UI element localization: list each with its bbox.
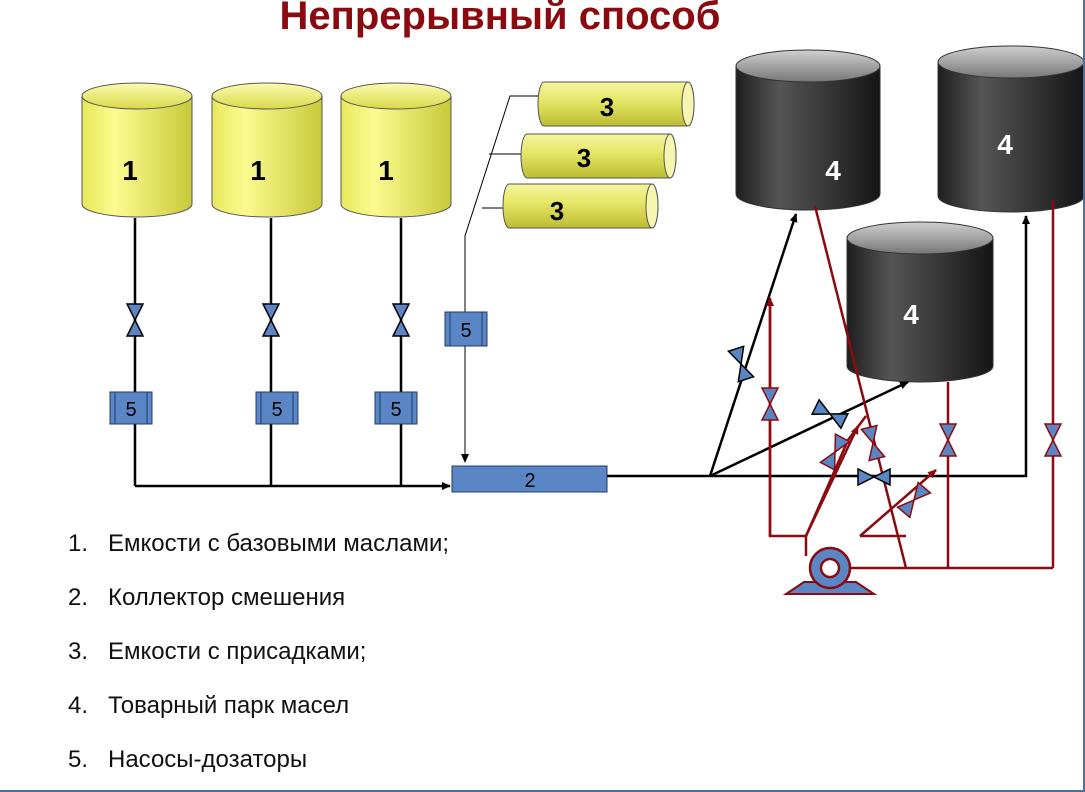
pump-box-label: 5 bbox=[271, 399, 282, 421]
storage-tank: 4 bbox=[937, 45, 1085, 213]
additive-tank: 3 bbox=[537, 81, 695, 127]
circulation-pump-icon bbox=[782, 536, 878, 595]
legend-text: Емкости с базовыми маслами; bbox=[108, 530, 450, 557]
valve-icon bbox=[810, 398, 850, 430]
base-tank-label: 1 bbox=[250, 155, 266, 186]
mixing-collector: 2 bbox=[451, 465, 608, 493]
base-tank: 1 bbox=[340, 82, 452, 218]
additive-tank-label: 3 bbox=[577, 143, 591, 173]
valve-icon bbox=[860, 424, 886, 462]
legend-text: Коллектор смешения bbox=[108, 584, 346, 611]
slide-border bbox=[1083, 0, 1085, 792]
valve-icon bbox=[760, 387, 780, 421]
base-tank: 1 bbox=[81, 82, 193, 218]
storage-tank-label: 4 bbox=[903, 299, 919, 330]
pump-box: 5 bbox=[109, 391, 153, 425]
valve-icon bbox=[819, 432, 851, 472]
valve-icon bbox=[857, 467, 891, 487]
valve-icon bbox=[727, 345, 755, 383]
legend-item: 3. Емкости с присадками; bbox=[68, 638, 366, 666]
valve-icon bbox=[125, 303, 145, 337]
pump-box: 5 bbox=[255, 391, 299, 425]
storage-tank-label: 4 bbox=[997, 129, 1013, 160]
product-lines bbox=[607, 213, 1030, 478]
pump-box: 5 bbox=[444, 311, 488, 347]
legend-item: 4. Товарный парк масел bbox=[68, 692, 349, 720]
storage-tank-label: 4 bbox=[825, 155, 841, 186]
base-tank: 1 bbox=[211, 82, 323, 218]
additive-tank-label: 3 bbox=[600, 92, 614, 122]
slide-border bbox=[0, 790, 1085, 792]
valve-icon bbox=[391, 303, 411, 337]
valve-icon bbox=[261, 303, 281, 337]
legend-number: 3. bbox=[68, 638, 89, 665]
base-tank-label: 1 bbox=[378, 155, 394, 186]
recirculation-lines bbox=[766, 200, 1055, 570]
page-title: Непрерывный способ bbox=[279, 0, 721, 38]
legend-text: Емкости с присадками; bbox=[108, 638, 367, 665]
additive-tank: 3 bbox=[502, 183, 659, 229]
pump-box-label: 5 bbox=[125, 399, 136, 421]
pump-box: 5 bbox=[374, 391, 418, 425]
legend-number: 4. bbox=[68, 692, 89, 719]
legend-item: 5. Насосы-дозаторы bbox=[68, 746, 307, 774]
base-tank-label: 1 bbox=[122, 155, 138, 186]
additive-lines bbox=[461, 95, 540, 463]
valve-icon bbox=[1043, 423, 1063, 457]
mixing-collector-label: 2 bbox=[524, 470, 535, 492]
storage-tank: 4 bbox=[735, 49, 881, 211]
legend-text: Насосы-дозаторы bbox=[108, 746, 308, 773]
legend-text: Товарный парк масел bbox=[108, 692, 350, 719]
base-feed-lines bbox=[133, 218, 451, 490]
legend-number: 5. bbox=[68, 746, 89, 773]
legend-number: 1. bbox=[68, 530, 89, 557]
valve-icon bbox=[896, 481, 932, 519]
additive-tank-label: 3 bbox=[550, 196, 564, 226]
legend-number: 2. bbox=[68, 584, 89, 611]
pump-box-label: 5 bbox=[390, 399, 401, 421]
legend-item: 1. Емкости с базовыми маслами; bbox=[68, 530, 449, 558]
additive-tank: 3 bbox=[520, 133, 677, 179]
valve-icon bbox=[938, 423, 958, 457]
storage-tank: 4 bbox=[846, 221, 994, 383]
pump-box-label: 5 bbox=[460, 320, 471, 342]
legend-item: 2. Коллектор смешения bbox=[68, 584, 345, 612]
